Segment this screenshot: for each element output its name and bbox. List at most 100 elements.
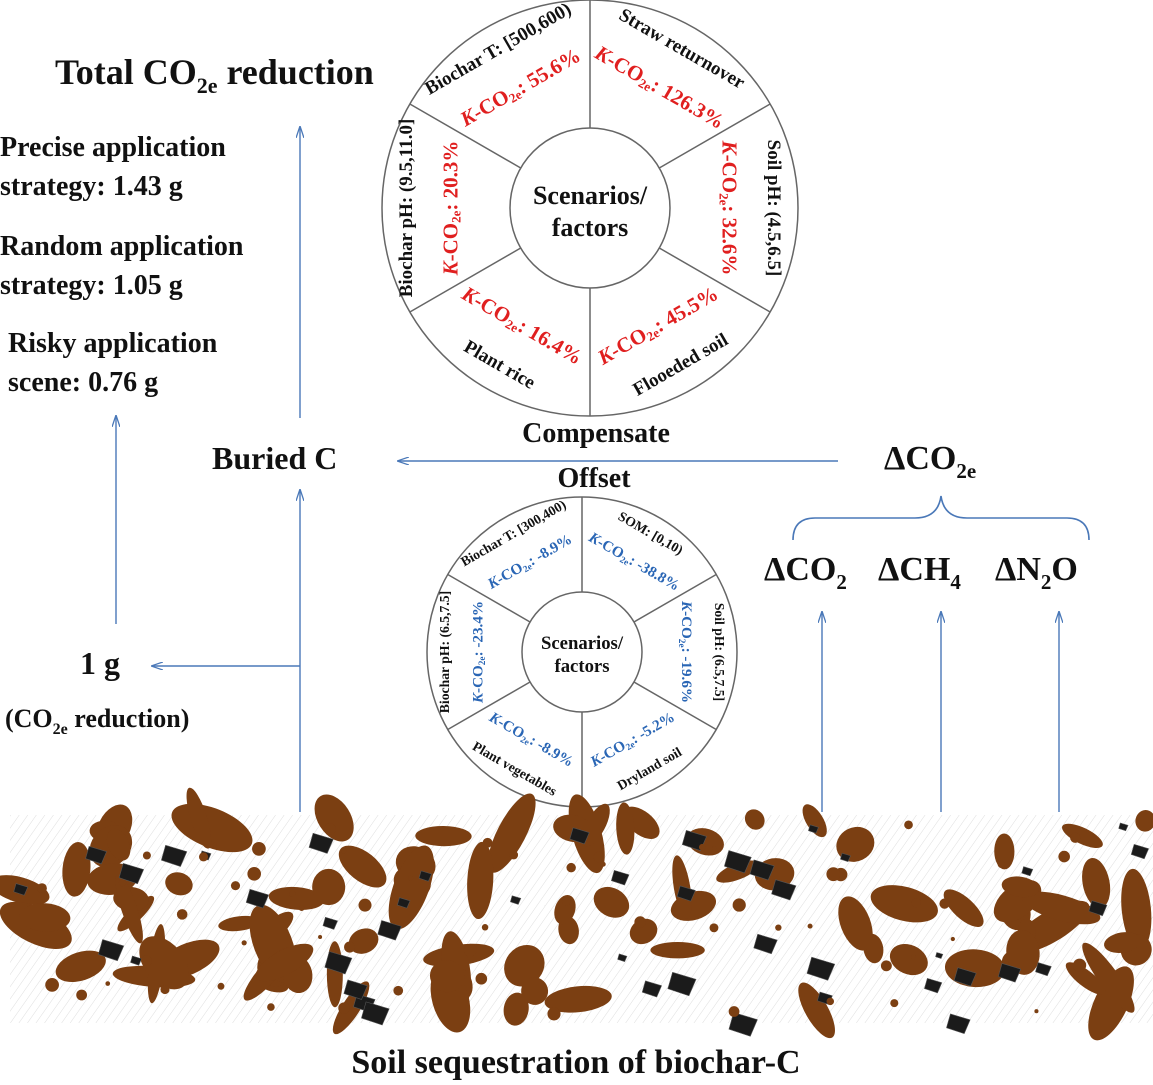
soil-aggregate: [838, 896, 873, 951]
soil-aggregate: [1001, 876, 1039, 898]
top-wheel-divider: [658, 103, 771, 169]
bottom-wheel-segment-label: Biochar pH: (6.5,7.5]: [437, 591, 453, 713]
soil-aggregate: [581, 803, 610, 847]
soil-grain: [890, 999, 899, 1008]
soil-aggregate: [348, 928, 379, 954]
soil-aggregate: [593, 886, 630, 918]
soil-aggregate: [1062, 823, 1103, 849]
soil-particle: [343, 979, 368, 1000]
soil-grain: [45, 978, 59, 992]
soil-aggregate: [616, 802, 635, 855]
bottom-wheel-center-line2: factors: [554, 656, 609, 677]
soil-aggregate: [106, 828, 131, 861]
bottom-wheel-divider: [633, 573, 717, 623]
soil-particle: [724, 850, 752, 874]
soil-grain: [267, 1003, 275, 1011]
soil-aggregate: [716, 860, 759, 883]
soil-grain: [482, 837, 493, 848]
soil-aggregate: [504, 944, 545, 987]
soil-grain: [230, 881, 241, 891]
soil-grain: [600, 861, 606, 867]
soil-grain: [198, 852, 209, 862]
soil-particle: [997, 963, 1022, 983]
soil-particle: [85, 845, 107, 865]
one-gram-label: 1 g: [80, 645, 120, 681]
soil-aggregate: [218, 915, 261, 932]
delta-ch4-label: ΔCH4: [878, 551, 961, 594]
soil-aggregate: [798, 982, 835, 1039]
soil-aggregate: [889, 944, 928, 976]
soil-particle: [324, 951, 353, 975]
soil-grain: [298, 905, 305, 911]
soil-particle: [510, 895, 522, 905]
soil-aggregate: [255, 943, 314, 982]
soil-grain: [118, 879, 126, 887]
soil-grain: [732, 898, 746, 912]
random-strategy-line1: Random application: [0, 231, 244, 262]
soil-grain: [393, 985, 404, 996]
soil-grain: [1070, 832, 1081, 843]
bottom-caption: Soil sequestration of biochar-C: [351, 1044, 800, 1081]
soil-grain: [728, 1006, 740, 1017]
soil-grain: [904, 820, 913, 830]
offset-label: Offset: [557, 463, 631, 494]
delta-co2e-label: ΔCO2e: [884, 440, 976, 483]
precise-strategy-line2: strategy: 1.43 g: [0, 171, 183, 202]
soil-aggregate: [503, 992, 529, 1026]
soil-particle: [322, 916, 338, 930]
soil-grain: [950, 936, 955, 942]
soil-grain: [911, 898, 922, 908]
soil-grain: [141, 955, 152, 967]
soil-particle: [935, 952, 944, 959]
soil-grain: [997, 860, 1006, 868]
top-wheel-segment-value: K-CO2e: 20.3%: [438, 141, 463, 277]
soil-grain: [241, 940, 247, 946]
soil-aggregate: [544, 985, 612, 1013]
soil-grain: [341, 848, 347, 854]
soil-particle: [610, 869, 630, 886]
total-reduction-title: Total CO2e reduction: [55, 52, 374, 98]
soil-grain: [212, 842, 217, 847]
top-wheel-divider: [409, 247, 522, 313]
soil-grain: [826, 867, 841, 882]
soil-grain: [826, 997, 835, 1006]
soil-particle: [308, 832, 334, 854]
soil-grain: [324, 823, 336, 836]
soil-aggregate: [1022, 891, 1101, 925]
soil-particle: [245, 888, 270, 909]
soil-grain: [880, 960, 892, 972]
soil-grain: [105, 981, 111, 986]
soil-grain: [247, 867, 262, 881]
buried-c-label: Buried C: [212, 440, 337, 476]
soil-aggregate: [429, 960, 465, 993]
soil-aggregate: [836, 826, 875, 862]
co2e-reduction-label: (CO2e reduction): [5, 704, 189, 738]
top-wheel-segment-value: K-CO2e: 32.6%: [717, 140, 742, 276]
soil-aggregate: [521, 977, 549, 1005]
bottom-wheel-center-line1: Scenarios/: [541, 633, 624, 654]
soil-grain: [698, 843, 706, 851]
soil-grain: [566, 862, 576, 873]
soil-aggregate: [268, 886, 325, 910]
soil-grain: [634, 916, 647, 928]
soil-particle: [808, 824, 819, 834]
soil-aggregate: [415, 825, 472, 847]
soil-aggregate: [115, 873, 143, 944]
soil-grain: [37, 883, 47, 894]
soil-grain: [1034, 1009, 1039, 1014]
soil-grain: [711, 846, 717, 851]
soil-aggregate: [802, 804, 827, 838]
soil-aggregate: [943, 889, 984, 927]
soil-particle: [98, 939, 125, 962]
top-wheel-segment-label: Soil pH: (4.5,6.5]: [763, 140, 784, 277]
bottom-wheel-segment-value: K-CO2e: -19.6%: [676, 600, 693, 703]
soil-particle: [161, 844, 188, 867]
soil-particle: [946, 1013, 971, 1035]
soil-grain: [217, 982, 225, 990]
soil-grain: [1058, 850, 1070, 863]
soil-particle: [361, 1001, 390, 1026]
soil-grain: [160, 985, 170, 995]
soil-grain: [463, 943, 477, 957]
bottom-wheel-segment-label: Soil pH: (6.5,7.5]: [711, 603, 727, 701]
